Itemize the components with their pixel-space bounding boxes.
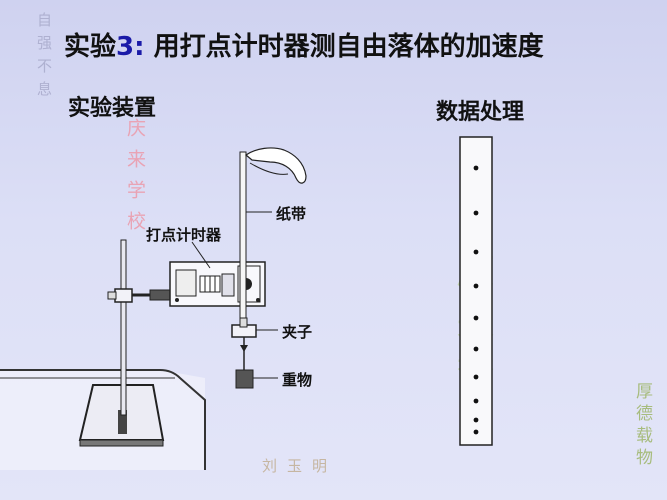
tape-dot-4 <box>473 283 479 289</box>
title-text: 用打点计时器测自由落体的加速度 <box>153 32 544 62</box>
label-clip: 夹子 <box>282 323 313 341</box>
corner-watermark: 自强不息 <box>35 12 53 104</box>
dotted-tape-strip <box>459 136 493 446</box>
stand-clamp <box>107 288 175 303</box>
hand <box>245 147 307 184</box>
tape-dot-5 <box>473 315 479 321</box>
tape-clip <box>231 317 257 370</box>
tape-dot-9 <box>473 417 479 423</box>
slide-title: 实验3: 用打点计时器测自由落体的加速度 <box>64 26 544 63</box>
title-prefix: 实验 <box>64 32 117 62</box>
tape-dot-7 <box>473 374 479 380</box>
section-apparatus-heading: 实验装置 <box>68 96 157 121</box>
tape-dot-8 <box>473 398 479 404</box>
tape-dot-2 <box>473 210 479 216</box>
stand-rod <box>120 239 127 416</box>
tape-dot-10 <box>473 429 479 435</box>
section-data-processing-heading: 数据处理 <box>436 100 525 125</box>
title-number: 3: <box>116 32 145 62</box>
label-timer: 打点计时器 <box>146 226 222 244</box>
tape-dot-3 <box>473 249 479 255</box>
left-watermark: 庆来学校 <box>124 118 146 242</box>
label-tape: 纸带 <box>276 205 307 223</box>
author-watermark: 刘玉明 <box>262 457 338 475</box>
paper-tape <box>239 151 247 338</box>
tape-dot-1 <box>473 165 479 171</box>
tape-dot-6 <box>473 346 479 352</box>
tape-dots <box>473 165 479 435</box>
weight <box>235 369 254 389</box>
right-watermark: 厚德载物 <box>632 382 652 470</box>
label-weight: 重物 <box>282 371 313 389</box>
ticker-timer <box>169 261 266 307</box>
